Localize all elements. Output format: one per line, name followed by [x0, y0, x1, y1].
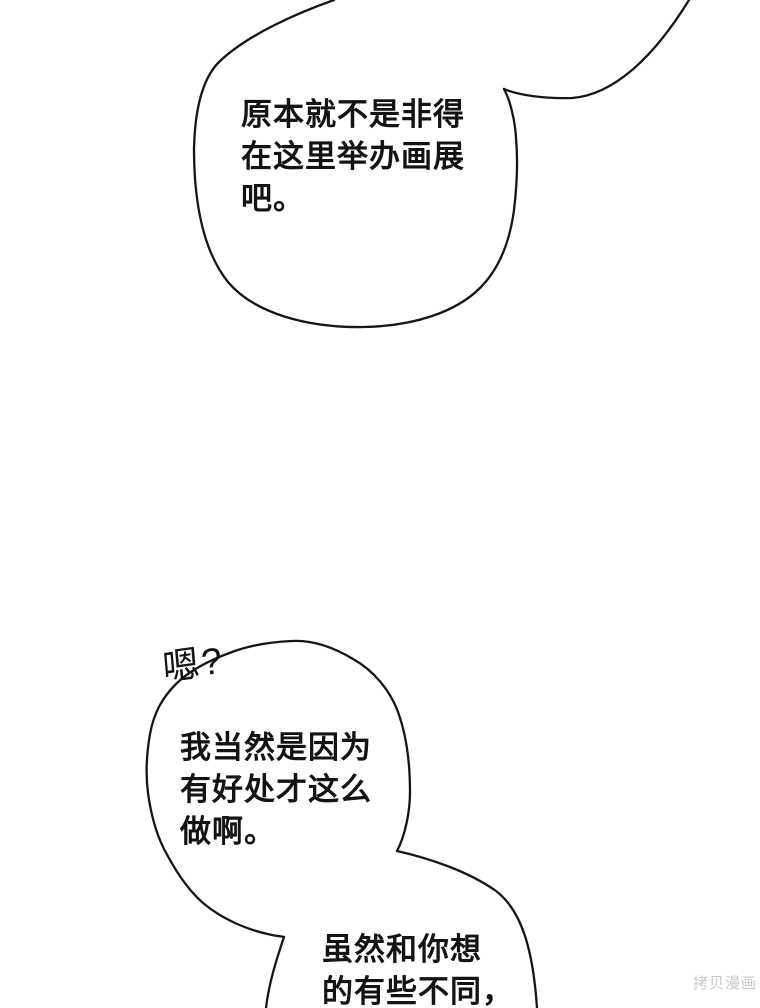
bottom-bubble-text: 虽然和你想 的有些不同， [322, 929, 514, 1008]
interjection-text: 嗯? [160, 639, 226, 689]
top-right-merged-bubble-arc [502, 0, 691, 100]
text-line: 在这里举办画展 [241, 139, 465, 174]
text-line: 吧。 [241, 181, 305, 216]
bottom-bubble-left-edge [264, 935, 286, 1008]
text-line: 做啊。 [180, 814, 276, 849]
bottom-bubble-right-arc [395, 849, 539, 1008]
text-line: 虽然和你想 [322, 932, 482, 967]
text-line: 我当然是因为 [180, 730, 372, 765]
middle-bubble-outline [145, 639, 412, 939]
text-line: 有好处才这么 [180, 772, 372, 807]
top-bubble-text: 原本就不是非得 在这里举办画展 吧。 [241, 94, 465, 220]
middle-bubble-text: 我当然是因为 有好处才这么 做啊。 [180, 727, 372, 853]
top-bubble-outline [192, 0, 519, 329]
text-line: 的有些不同， [322, 974, 514, 1008]
watermark: 拷贝漫画 [692, 975, 757, 992]
text-line: 原本就不是非得 [241, 97, 465, 132]
